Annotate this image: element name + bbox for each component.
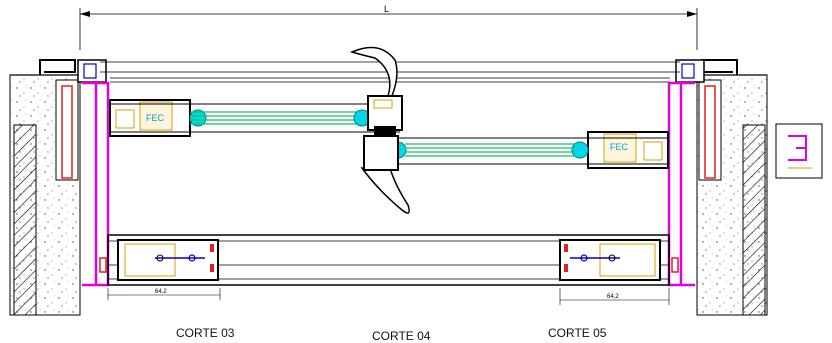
right-wall <box>696 74 768 316</box>
caption-corte-05: CORTE 05 <box>548 326 607 340</box>
overall-dimension: L <box>79 4 698 50</box>
upper-sash-left: FEC <box>109 99 400 137</box>
profile-detail <box>775 123 823 179</box>
central-handle <box>349 46 410 214</box>
caption-corte-03: CORTE 03 <box>176 326 235 340</box>
left-wall <box>9 74 81 316</box>
frame-profiles <box>82 81 695 287</box>
fec-label-left: FEC <box>146 113 165 123</box>
upper-sash-right: FEC <box>380 131 669 169</box>
fec-label-right: FEC <box>610 142 629 152</box>
dim-left-label: 64,2 <box>155 289 167 295</box>
roller-right <box>559 239 679 281</box>
dim-right-label: 64,2 <box>607 294 619 300</box>
dim-left: 64,2 <box>107 288 221 300</box>
caption-corte-04: CORTE 04 <box>372 329 431 343</box>
overall-dimension-label: L <box>384 4 389 14</box>
dim-right: 64,2 <box>559 288 670 305</box>
roller-left <box>99 239 219 281</box>
